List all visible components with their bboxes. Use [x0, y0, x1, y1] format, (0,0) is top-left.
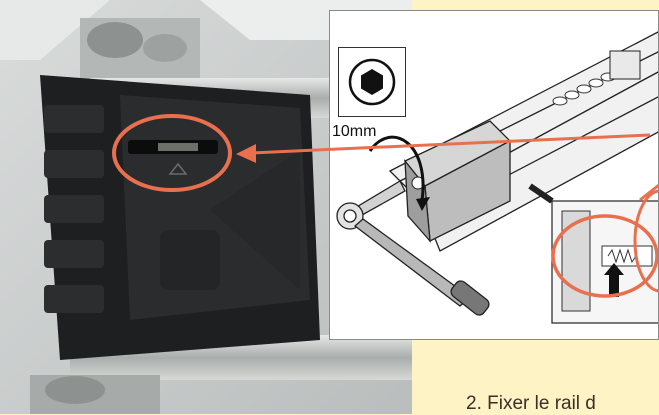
ratchet-wrench-icon	[336, 180, 490, 316]
assembly-diagram: 10mm	[329, 10, 659, 340]
tool-size-label: 10mm	[332, 123, 377, 140]
spring-highlight-circle	[551, 214, 658, 298]
hex-tool-box	[338, 47, 406, 117]
slot-highlight-circle	[112, 114, 232, 192]
hex-socket-icon	[348, 58, 396, 106]
up-arrow-icon	[604, 263, 624, 297]
step-caption: 2. Fixer le rail d	[466, 393, 596, 414]
rail-diagram-art	[336, 31, 658, 324]
